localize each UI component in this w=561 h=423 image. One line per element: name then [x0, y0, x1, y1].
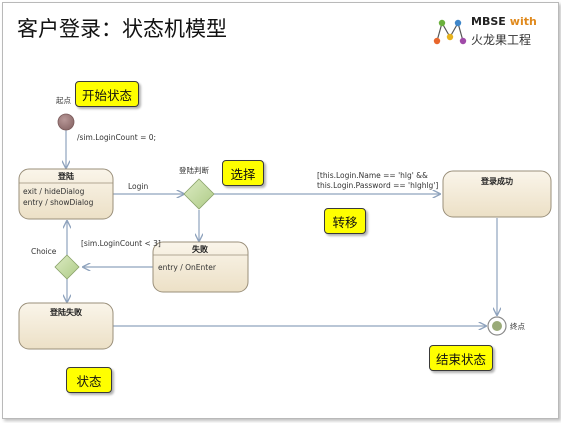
choice-login-check-label: 登陆判断: [179, 165, 209, 175]
callout-transition-text: 转移: [332, 214, 358, 230]
callout-end-state: 结束状态: [429, 345, 493, 371]
choice-login-check[interactable]: [183, 178, 215, 210]
state-failure-action: entry / OnEnter: [158, 263, 217, 272]
state-login-failed-name: 登陆失败: [49, 307, 82, 317]
state-login-action: entry / showDialog: [23, 198, 94, 207]
logo-brand-name: MBSE: [471, 15, 506, 28]
state-login-name: 登陆: [57, 171, 74, 181]
state-login-success[interactable]: 登录成功: [442, 170, 552, 218]
retry-guard-label: [sim.LoginCount < 3]: [81, 239, 161, 248]
callout-transition: 转移: [324, 208, 366, 234]
transitions: [66, 130, 497, 326]
final-node-label: 终点: [510, 321, 525, 331]
login-trigger-label: Login: [128, 182, 148, 191]
state-login-action: exit / hideDialog: [23, 187, 85, 196]
callout-start-state: 开始状态: [75, 81, 139, 107]
state-login-failed[interactable]: 登陆失败: [18, 302, 114, 350]
callout-start-state-text: 开始状态: [81, 87, 132, 103]
choice-retry[interactable]: [54, 254, 80, 280]
callout-state-text: 状态: [76, 373, 102, 389]
state-failure-name: 失败: [192, 244, 208, 254]
final-node[interactable]: [487, 316, 507, 336]
initial-effect-label: /sim.LoginCount = 0;: [77, 133, 156, 142]
success-guard-line-1: [this.Login.Name == 'hlg' &&: [317, 171, 428, 180]
success-guard-line-2: this.Login.Password == 'hlghlg']: [317, 181, 438, 190]
mbse-logo-icon: [433, 19, 467, 45]
state-login[interactable]: 登陆 exit / hideDialog entry / showDialog: [18, 168, 114, 220]
choice-retry-label: Choice: [31, 247, 57, 256]
state-machine-diagram: 起点 /sim.LoginCount = 0; 登陆 exit / hideDi…: [18, 96, 552, 350]
callout-choice: 选择: [222, 160, 264, 186]
callout-choice-text: 选择: [230, 166, 256, 182]
initial-node-label: 起点: [56, 96, 71, 105]
state-failure[interactable]: 失败 entry / OnEnter: [152, 241, 249, 293]
initial-node[interactable]: [57, 113, 75, 131]
state-login-success-name: 登录成功: [480, 176, 513, 186]
callout-end-state-text: 结束状态: [435, 351, 486, 367]
logo-with: with: [509, 15, 537, 28]
callout-state: 状态: [66, 367, 112, 393]
logo-subtitle: 火龙果工程: [471, 33, 532, 47]
page-title: 客户登录：状态机模型: [17, 17, 227, 41]
